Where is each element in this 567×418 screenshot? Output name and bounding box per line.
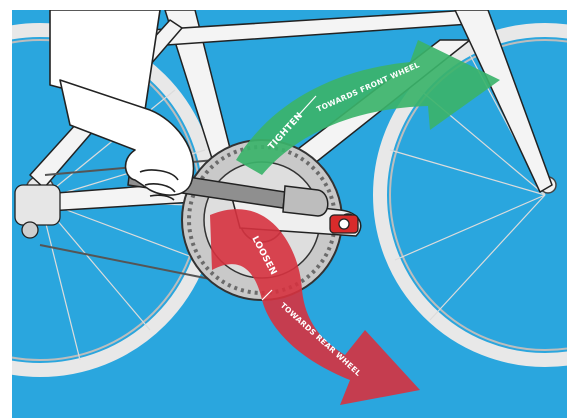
front-wheel-icon bbox=[373, 23, 567, 367]
tighten-divider bbox=[295, 95, 317, 119]
loosen-arrow bbox=[210, 209, 420, 405]
pedal-icon bbox=[329, 214, 359, 234]
rear-derailleur-icon bbox=[14, 184, 61, 239]
ground-strip bbox=[30, 350, 567, 418]
loosen-divider bbox=[261, 289, 273, 301]
tighten-arrow bbox=[236, 40, 500, 175]
hand-icon bbox=[49, 10, 195, 201]
